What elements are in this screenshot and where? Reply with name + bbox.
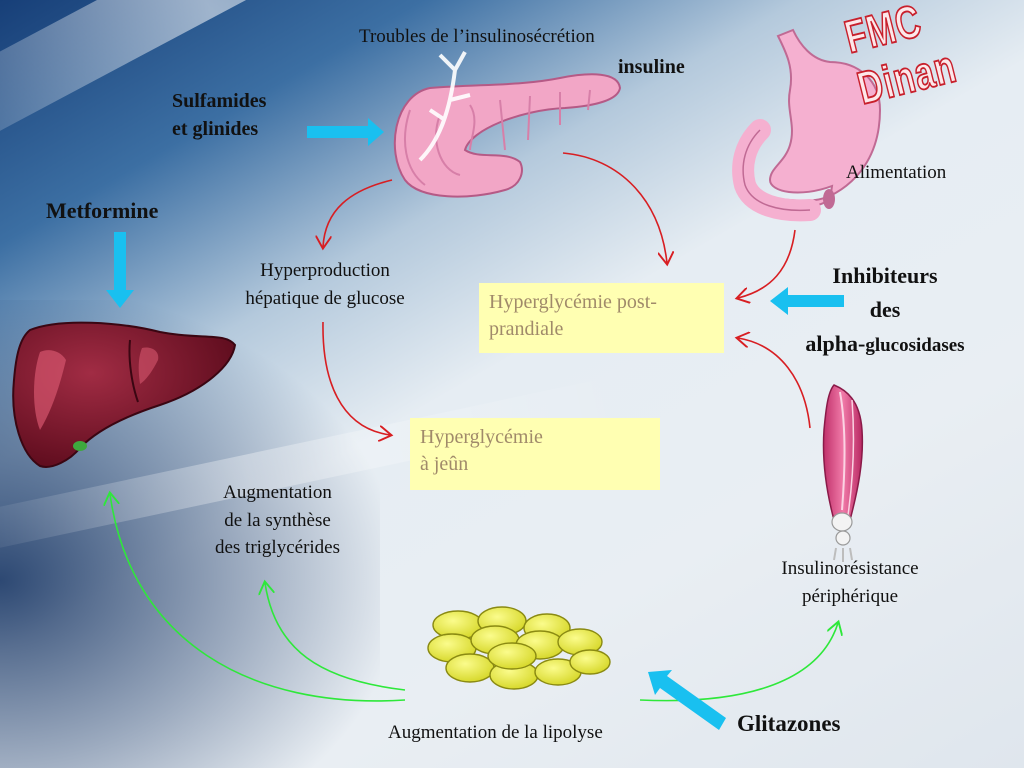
label-insulinoresistance-line1: Insulinorésistance [781, 558, 919, 579]
arrow-stomach-to-postprandiale [738, 229, 796, 298]
label-hyperproduction-line2: hépatique de glucose [245, 287, 405, 309]
arrow-glitazones [648, 670, 726, 730]
box-hyperglycemie-postprandiale: Hyperglycémie post- prandiale [479, 283, 724, 353]
label-metformine: Metformine [46, 198, 159, 223]
blue-arrows [106, 118, 844, 730]
box-jeun-line1: Hyperglycémie [420, 426, 543, 448]
label-glitazones: Glitazones [737, 711, 841, 736]
arrow-pancreas-to-hyperproduction [323, 179, 393, 247]
box-postprandiale-line1: Hyperglycémie post- [489, 291, 657, 313]
label-lipolyse: Augmentation de la lipolyse [388, 722, 603, 743]
label-inhibiteurs: Inhibiteurs des alpha-glucosidases [780, 259, 990, 361]
stomach-icon [732, 28, 882, 222]
label-sulfamides: Sulfamides et glinides [172, 87, 266, 143]
label-alimentation: Alimentation [846, 162, 947, 183]
label-hyperproduction-line1: Hyperproduction [260, 260, 390, 281]
arrow-lipolysis-to-triglycerides [265, 583, 406, 691]
muscle-icon [822, 384, 864, 562]
label-insuline: insuline [618, 56, 685, 78]
pancreas-icon [393, 51, 622, 198]
box-jeun-line2: à jeûn [420, 453, 469, 475]
arrow-metformine [106, 232, 134, 308]
label-inhibiteurs-line2: des [869, 297, 901, 323]
arrow-sulfamides [307, 118, 384, 146]
liver-icon [12, 321, 237, 468]
label-augmentation-synthese: Augmentation de la synthèse des triglycé… [190, 479, 365, 562]
label-hyperproduction: Hyperproduction hépatique de glucose [220, 257, 430, 312]
label-augmentation-line3: des triglycérides [214, 537, 341, 559]
arrow-inhibiteurs [770, 287, 844, 315]
fat-cells-icon [427, 606, 611, 690]
box-postprandiale-line2: prandiale [489, 318, 564, 340]
arrow-hyperproduction-to-jeun [322, 321, 390, 435]
label-sulfamides-line2: et glinides [172, 118, 259, 140]
arrow-pancreas-to-postprandiale [562, 152, 667, 263]
label-alpha: alpha- [805, 331, 866, 357]
label-glucosidases: glucosidases [865, 335, 965, 357]
label-augmentation-line1: Augmentation [223, 482, 332, 503]
red-arrows [322, 152, 811, 435]
arrow-muscle-to-postprandiale [738, 338, 811, 429]
label-troubles-insulinosecretion: Troubles de l’insulinosécrétion [359, 26, 595, 47]
label-inhibiteurs-line1: Inhibiteurs [832, 263, 938, 288]
label-inhibiteurs-line3: alpha-glucosidases [780, 327, 990, 361]
label-insulinoresistance-line2: périphérique [801, 585, 898, 607]
label-sulfamides-line1: Sulfamides [172, 90, 267, 112]
label-insulinoresistance: Insulinorésistance périphérique [755, 555, 945, 610]
label-augmentation-line2: de la synthèse [224, 509, 331, 531]
arrow-lipolysis-to-liver [110, 494, 406, 702]
box-hyperglycemie-jeun: Hyperglycémie à jeûn [410, 418, 660, 490]
